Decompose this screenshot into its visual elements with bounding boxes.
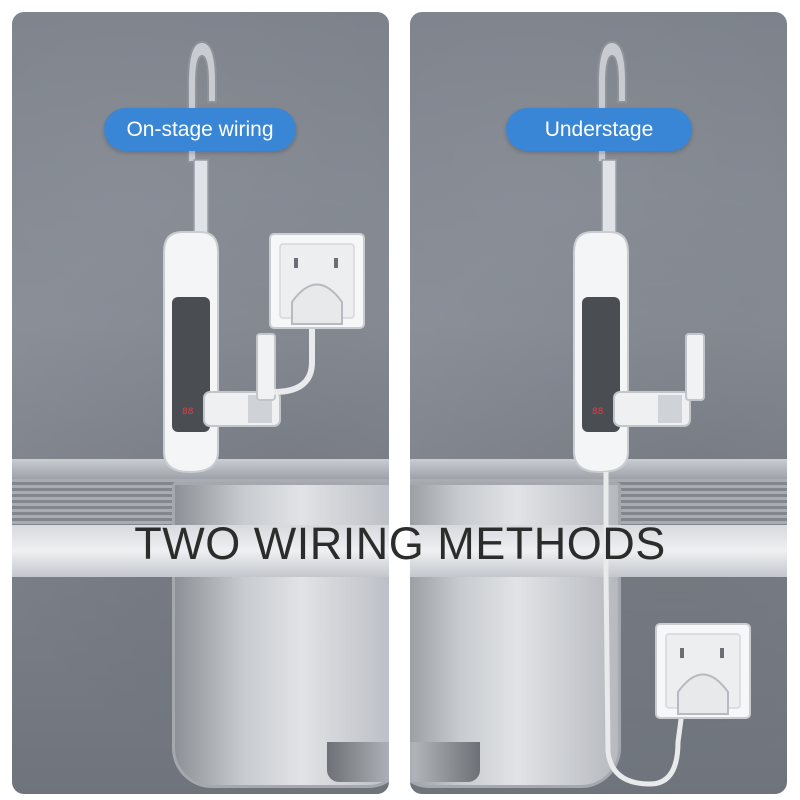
svg-text:88: 88 (592, 407, 604, 417)
label-pill-on-stage: On-stage wiring (104, 108, 296, 151)
countertop-edge (410, 525, 787, 577)
faucet-illustration: 88 (573, 40, 751, 787)
svg-text:88: 88 (182, 407, 194, 417)
sink-drain (410, 742, 480, 782)
faucet-illustration: 88 (163, 40, 365, 474)
panel-understage: 88 Understage (410, 12, 787, 794)
label-pill-understage: Understage (506, 108, 692, 151)
countertop-edge (12, 525, 389, 577)
panel-on-stage: 88 On-stage wiring (12, 12, 389, 794)
sink-drain (327, 742, 389, 782)
headline: TWO WIRING METHODS (134, 518, 666, 569)
